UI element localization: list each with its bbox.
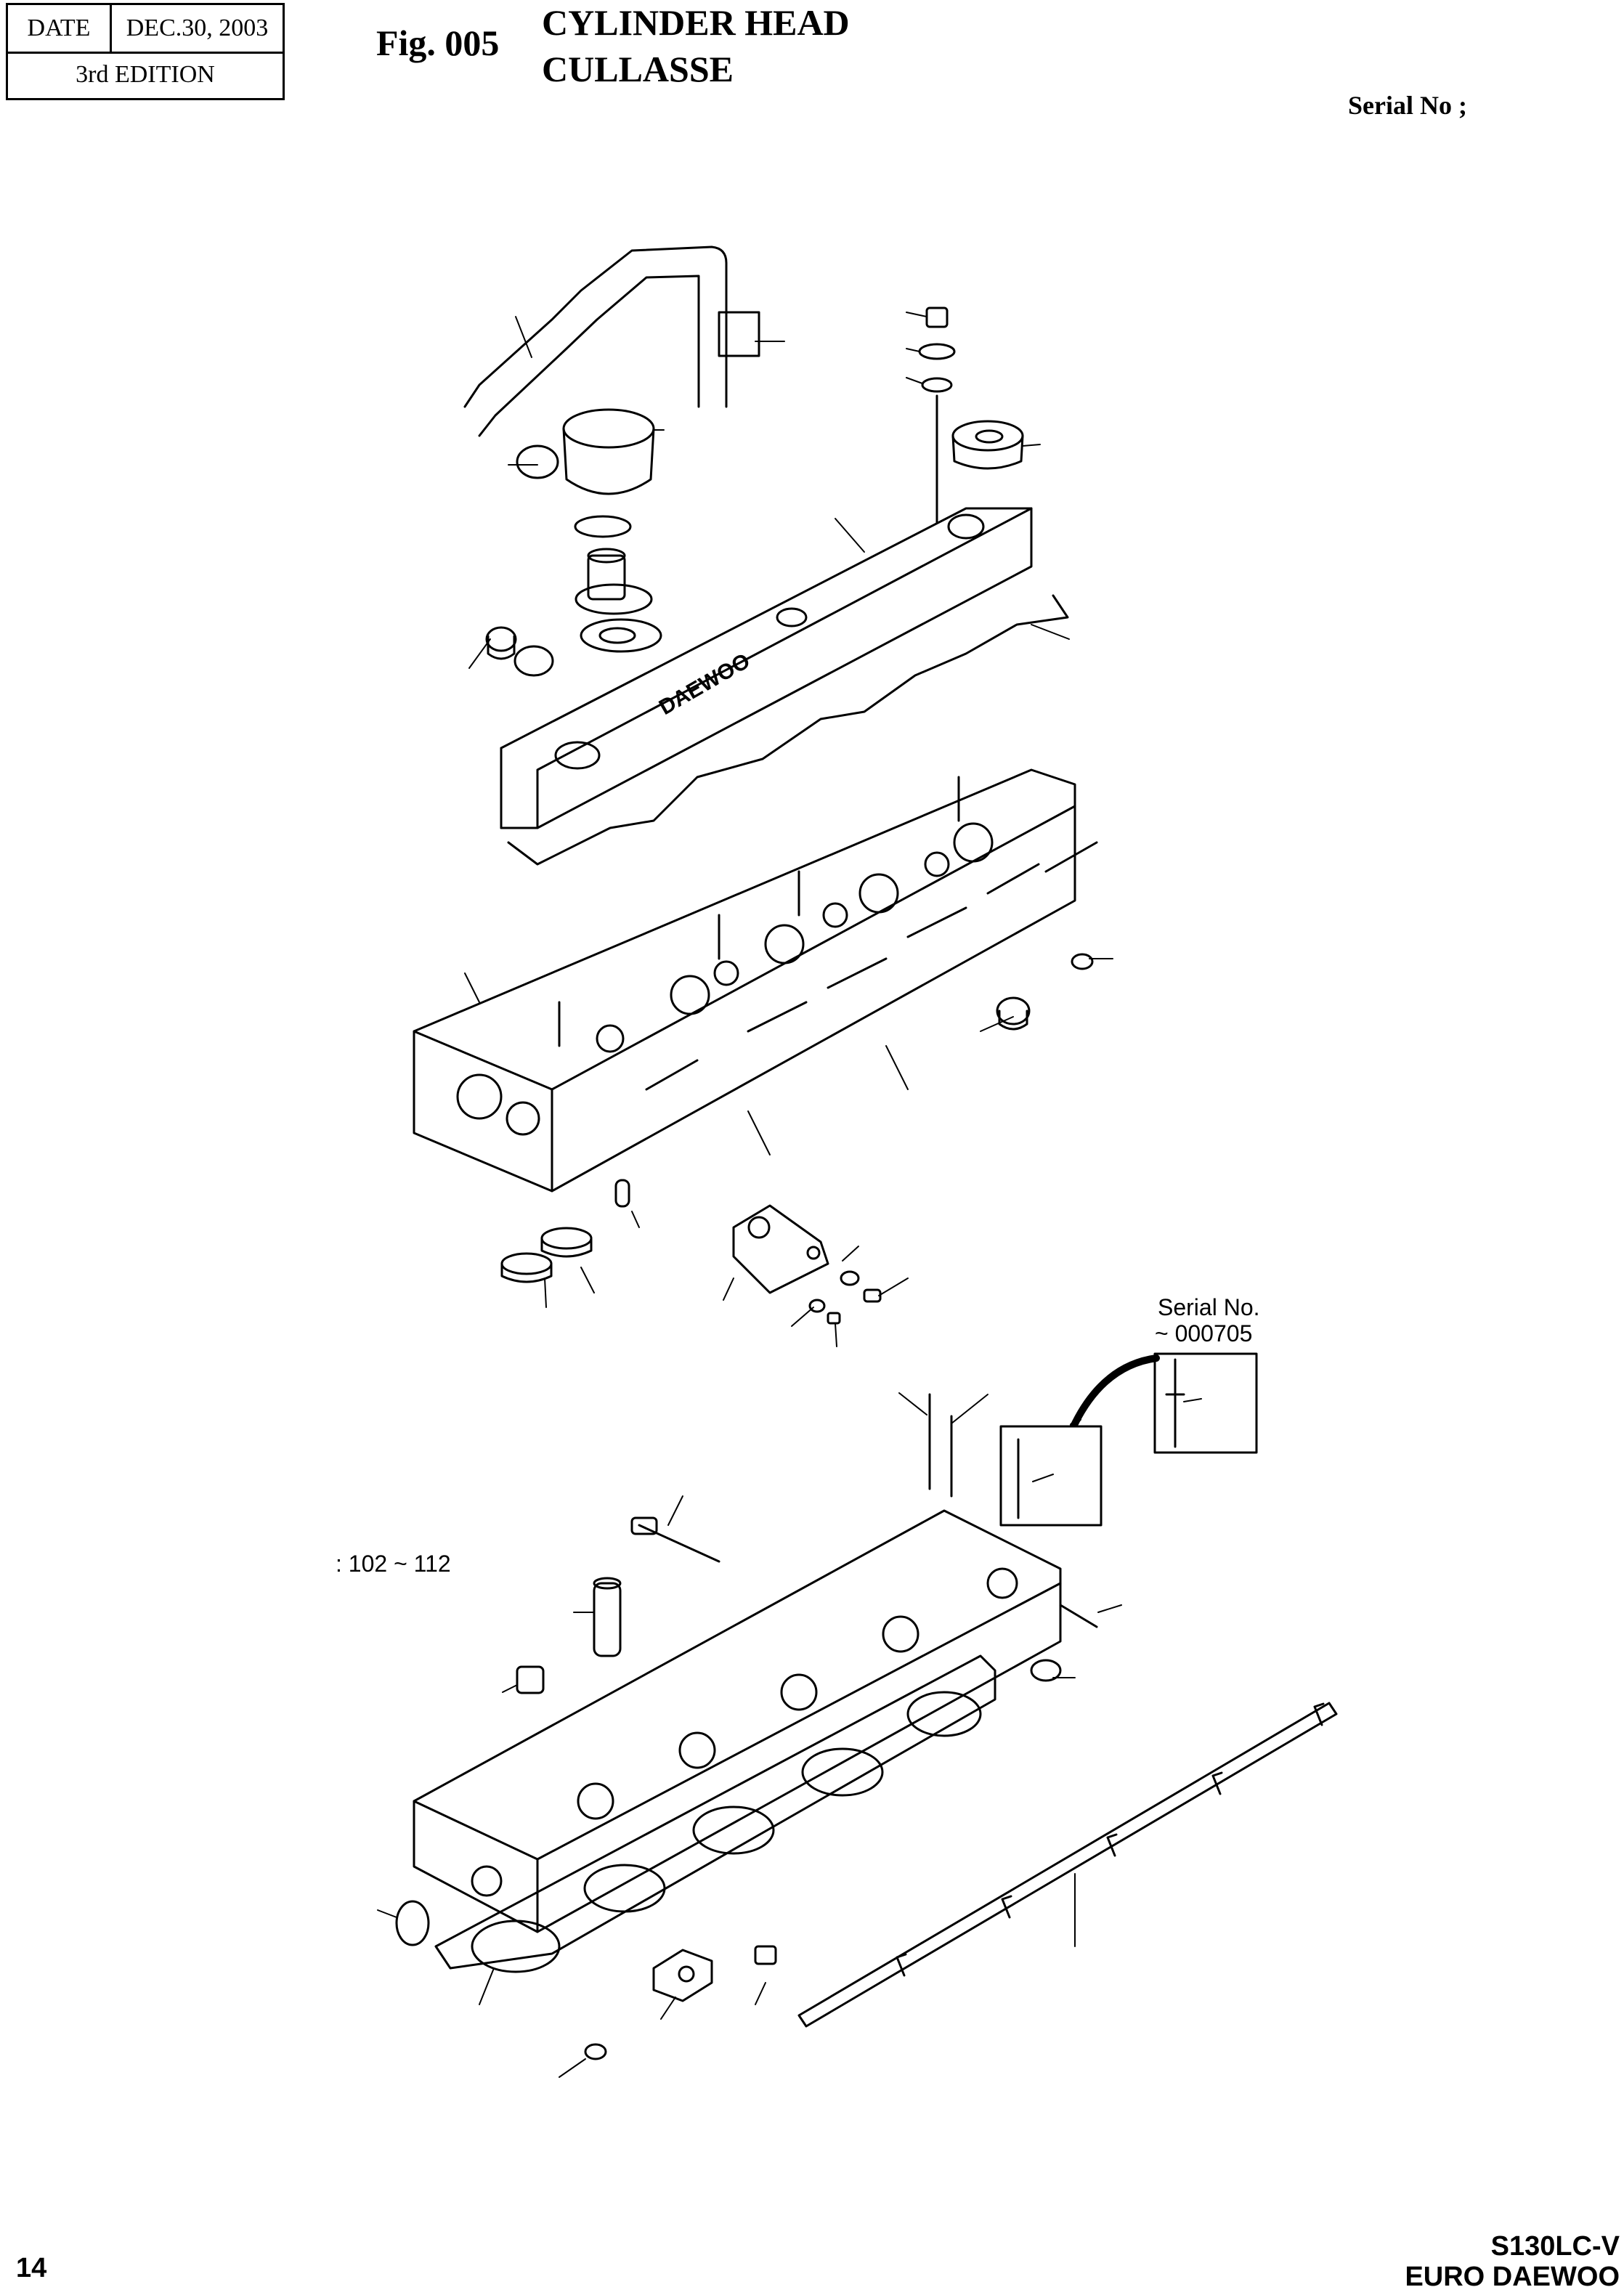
date-value: DEC.30, 2003 [126, 15, 269, 41]
model-label: S130LC-V EURO DAEWOO [1405, 2231, 1620, 2292]
upper-head-seals [500, 953, 1094, 1283]
oil-separator [485, 408, 662, 677]
edition-row: 3rd EDITION [8, 52, 283, 98]
figure-number: Fig. 005 [376, 23, 500, 63]
model-line-1: S130LC-V [1490, 2231, 1620, 2262]
page-number: 14 [16, 2253, 47, 2283]
serial-note-line1: Serial No. [1158, 1294, 1260, 1320]
figure-title-english: CYLINDER HEAD [542, 2, 850, 43]
gasket-accessories [584, 1945, 777, 2060]
lifting-bracket [732, 1204, 882, 1325]
serial-inset [1070, 1352, 1258, 1454]
callout-leaders [377, 312, 1202, 2078]
cover-brand-text: DAEWOO [655, 649, 754, 720]
figure-title-french: CULLASSE [542, 49, 734, 89]
plug-and-washers [918, 306, 956, 524]
oil-filler-cap [951, 420, 1024, 470]
date-edition-box: DATE DEC.30, 2003 3rd EDITION [6, 3, 285, 100]
edition-label: 3rd EDITION [76, 61, 215, 88]
valve-cover: DAEWOO [500, 507, 1069, 866]
upper-cylinder-head [413, 768, 1098, 1193]
serial-number-label: Serial No ; [1348, 91, 1467, 120]
serial-note-line2: ~ 000705 [1155, 1320, 1253, 1346]
date-label: DATE [8, 5, 112, 52]
injector-parts [516, 1516, 720, 1694]
head-bolt-box [928, 1393, 1103, 1527]
breather-pipe [463, 245, 760, 437]
date-row: DATE DEC.30, 2003 [8, 5, 283, 54]
model-line-2: EURO DAEWOO [1405, 2262, 1620, 2292]
gasket-rail [797, 1702, 1338, 2028]
reference-range-note: : 102 ~ 112 [336, 1551, 451, 1577]
lower-cylinder-head [395, 1509, 1098, 1946]
head-gasket [434, 1654, 996, 1973]
